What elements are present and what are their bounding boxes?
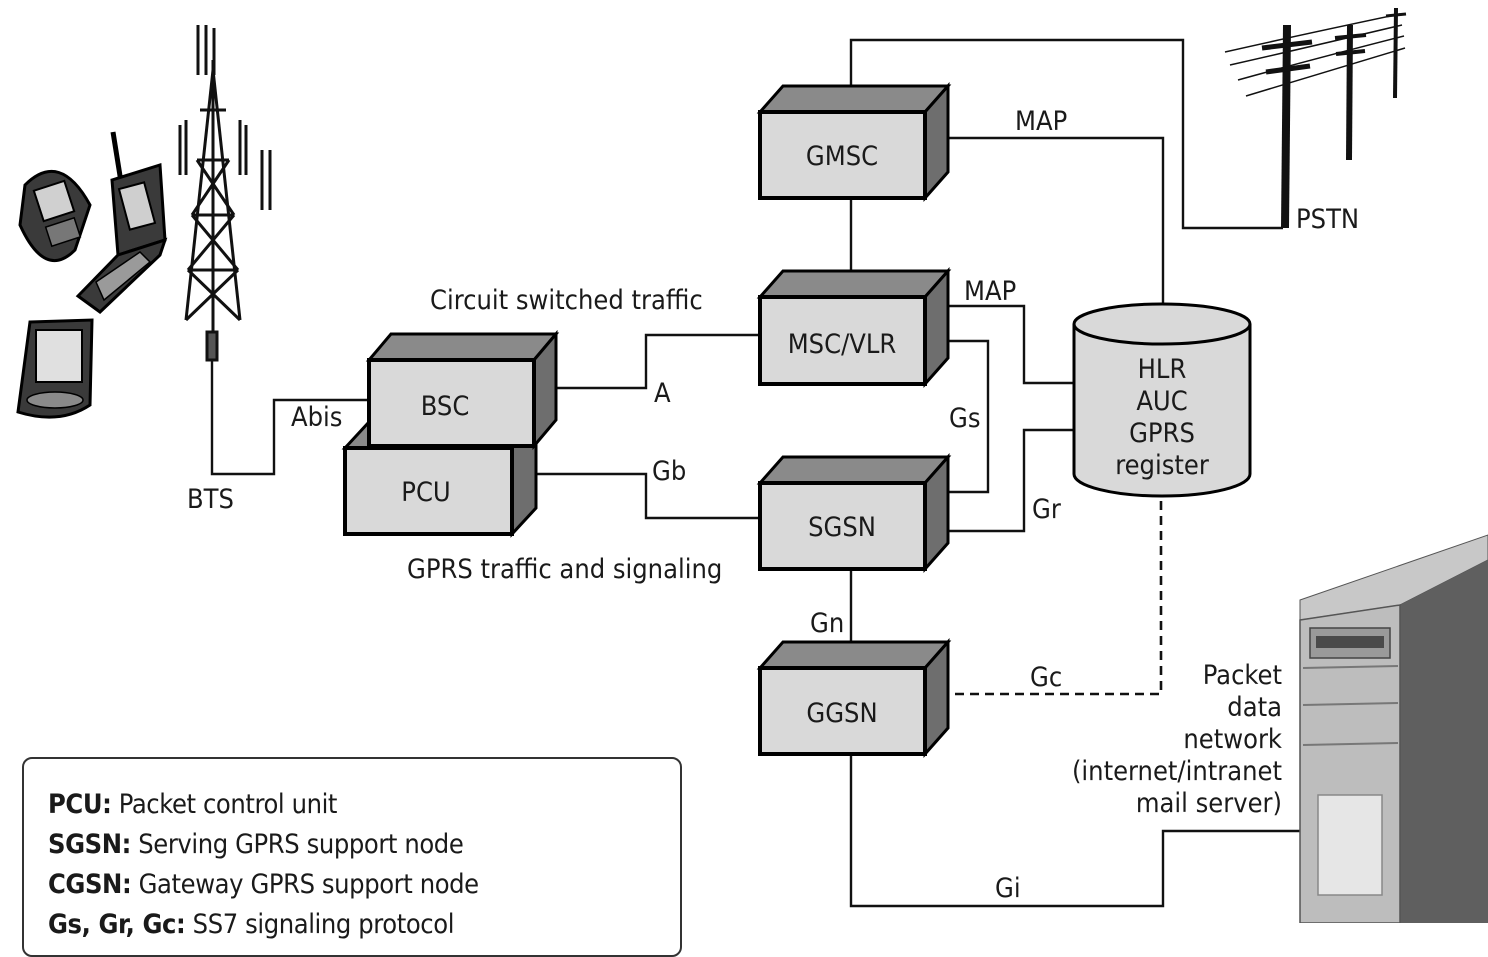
legend-row-ss7: Gs, Gr, Gc: SS7 signaling protocol bbox=[48, 905, 680, 945]
packet-network-line-2: data bbox=[1227, 692, 1282, 723]
legend-term: PCU: bbox=[48, 789, 112, 820]
sgsn-label: SGSN bbox=[808, 512, 876, 543]
bsc-label: BSC bbox=[421, 391, 470, 422]
gmsc-hlr-map-line bbox=[940, 136, 1165, 322]
hlr-database-node: HLR AUC GPRS register bbox=[1072, 302, 1252, 498]
handheld-pda-icon bbox=[16, 318, 94, 419]
legend-term: Gs, Gr, Gc: bbox=[48, 909, 186, 940]
register-label: register bbox=[1115, 450, 1209, 481]
gs-interface-label: Gs bbox=[949, 403, 980, 434]
gprs-label: GPRS bbox=[1129, 418, 1195, 449]
msc-hlr-map-line bbox=[940, 304, 1088, 385]
mobile-devices-icon bbox=[16, 131, 168, 419]
legend-desc: Gateway GPRS support node bbox=[138, 869, 480, 900]
legend-desc: Serving GPRS support node bbox=[138, 829, 464, 860]
sgsn-node: SGSN bbox=[756, 453, 952, 573]
packet-network-line-1: Packet bbox=[1203, 660, 1282, 691]
gprs-network-diagram: GMSC MSC/VLR SGSN GGSN PCU BSC HLR bbox=[16, 7, 1488, 923]
legend-desc: Packet control unit bbox=[118, 789, 338, 820]
legend-term: CGSN: bbox=[48, 869, 132, 900]
msc-sgsn-gs-line bbox=[940, 339, 990, 494]
ggsn-hlr-gc-line bbox=[940, 496, 1163, 696]
legend-row-cgsn: CGSN: Gateway GPRS support node bbox=[48, 865, 680, 905]
packet-network-label: Packet data network (internet/intranet m… bbox=[1072, 660, 1282, 819]
gmsc-label: GMSC bbox=[806, 141, 878, 172]
gc-interface-label: Gc bbox=[1030, 662, 1062, 693]
ggsn-node: GGSN bbox=[756, 638, 952, 758]
legend-row-sgsn: SGSN: Serving GPRS support node bbox=[48, 825, 680, 865]
legend-term: SGSN: bbox=[48, 829, 131, 860]
pstn-label: PSTN bbox=[1296, 204, 1359, 235]
gi-interface-label: Gi bbox=[995, 873, 1021, 904]
bts-label: BTS bbox=[187, 484, 234, 515]
server-tower-icon bbox=[1299, 534, 1488, 923]
bts-bsc-abis-line bbox=[210, 360, 368, 476]
abis-interface-label: Abis bbox=[291, 402, 342, 433]
map-mid-label: MAP bbox=[964, 276, 1016, 307]
pcu-sgsn-gb-line bbox=[522, 472, 760, 520]
legend-desc: SS7 signaling protocol bbox=[192, 909, 455, 940]
gmsc-node: GMSC bbox=[756, 82, 952, 202]
cell-phone-icon bbox=[75, 131, 168, 314]
connection-lines bbox=[210, 38, 1300, 908]
msc-vlr-label: MSC/VLR bbox=[788, 329, 897, 360]
ggsn-label: GGSN bbox=[806, 698, 877, 729]
pstn-poles-icon bbox=[1224, 7, 1407, 229]
auc-label: AUC bbox=[1136, 386, 1187, 417]
bts-tower-icon bbox=[178, 25, 272, 362]
legend-box: PCU: Packet control unit SGSN: Serving G… bbox=[22, 757, 682, 957]
bsc-msc-a-line bbox=[548, 333, 760, 390]
msc-vlr-node: MSC/VLR bbox=[756, 267, 952, 388]
pcu-label: PCU bbox=[401, 477, 450, 508]
map-top-label: MAP bbox=[1015, 106, 1067, 137]
bsc-node: BSC bbox=[365, 329, 560, 451]
interface-labels: MAP MAP A Abis Gb Gs Gr Gn Gc Gi bbox=[291, 106, 1067, 904]
gr-interface-label: Gr bbox=[1032, 494, 1061, 525]
circuit-switched-caption: Circuit switched traffic bbox=[430, 285, 703, 316]
a-interface-label: A bbox=[654, 378, 671, 409]
gprs-traffic-caption: GPRS traffic and signaling bbox=[407, 554, 722, 585]
packet-network-line-5: mail server) bbox=[1136, 788, 1282, 819]
hlr-label: HLR bbox=[1138, 354, 1187, 385]
sgsn-hlr-gr-line bbox=[940, 428, 1088, 533]
pda-phone-icon bbox=[18, 169, 92, 262]
gb-interface-label: Gb bbox=[652, 456, 686, 487]
ggsn-network-gi-line bbox=[849, 755, 1300, 908]
gn-interface-label: Gn bbox=[810, 608, 844, 639]
gmsc-pstn-line bbox=[849, 38, 1283, 230]
packet-network-line-4: (internet/intranet bbox=[1072, 756, 1282, 787]
legend-row-pcu: PCU: Packet control unit bbox=[48, 785, 680, 825]
packet-network-line-3: network bbox=[1183, 724, 1282, 755]
